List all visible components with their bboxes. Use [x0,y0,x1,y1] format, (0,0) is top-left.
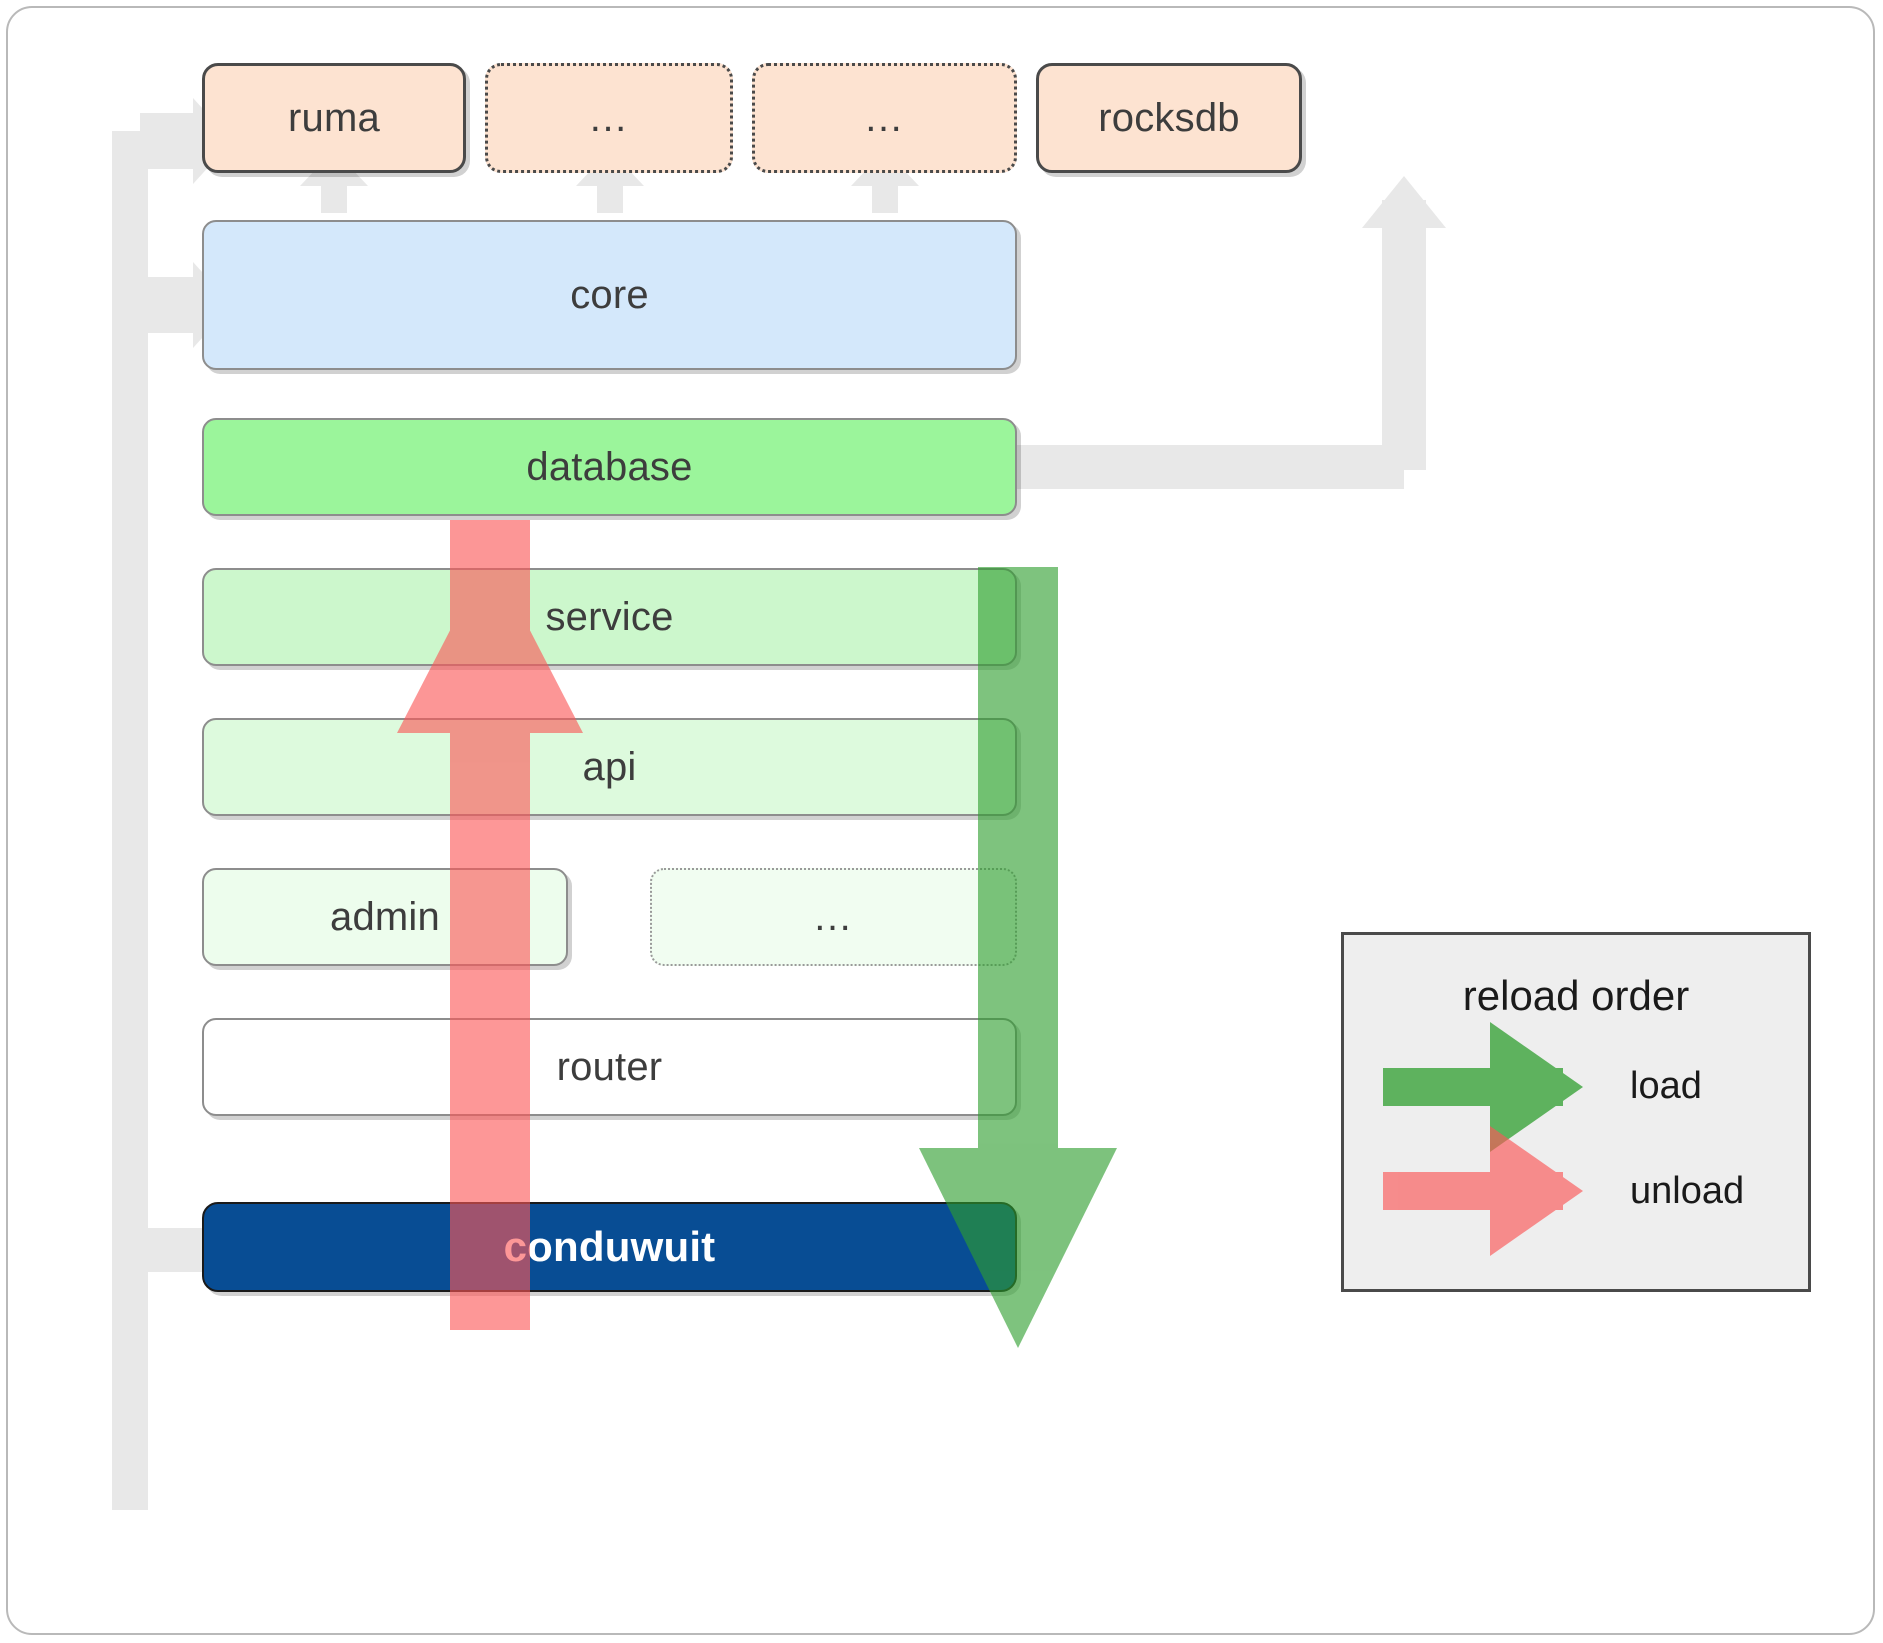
crate-ruma[interactable]: ruma [202,63,466,173]
layer-router[interactable]: router [202,1018,1017,1116]
legend-label-unload: unload [1630,1170,1745,1212]
node-label: conduwuit [503,1223,716,1270]
layer-label: … [812,895,855,939]
legend-title: reload order [1462,972,1690,1019]
crate-placeholder-2[interactable]: … [752,63,1017,173]
crate-rocksdb[interactable]: rocksdb [1036,63,1302,173]
layer-service[interactable]: service [202,568,1017,666]
layer-core[interactable]: core [202,220,1017,370]
layer-api[interactable]: api [202,718,1017,816]
layer-label: api [582,744,637,789]
layer-admin[interactable]: admin [202,868,568,966]
legend-label-load: load [1630,1065,1702,1107]
node-conduwuit[interactable]: conduwuit [202,1202,1017,1292]
crate-label: ruma [288,95,380,140]
crate-label: … [588,96,630,140]
crate-label: rocksdb [1098,95,1240,140]
layer-label: service [545,594,674,639]
crate-label: … [863,96,906,140]
layer-label: core [570,272,649,317]
layer-label: admin [330,894,440,939]
layer-placeholder[interactable]: … [650,868,1017,966]
layer-label: router [556,1044,663,1089]
layer-database[interactable]: database [202,418,1017,516]
layer-label: database [526,444,693,489]
crate-placeholder-1[interactable]: … [485,63,733,173]
